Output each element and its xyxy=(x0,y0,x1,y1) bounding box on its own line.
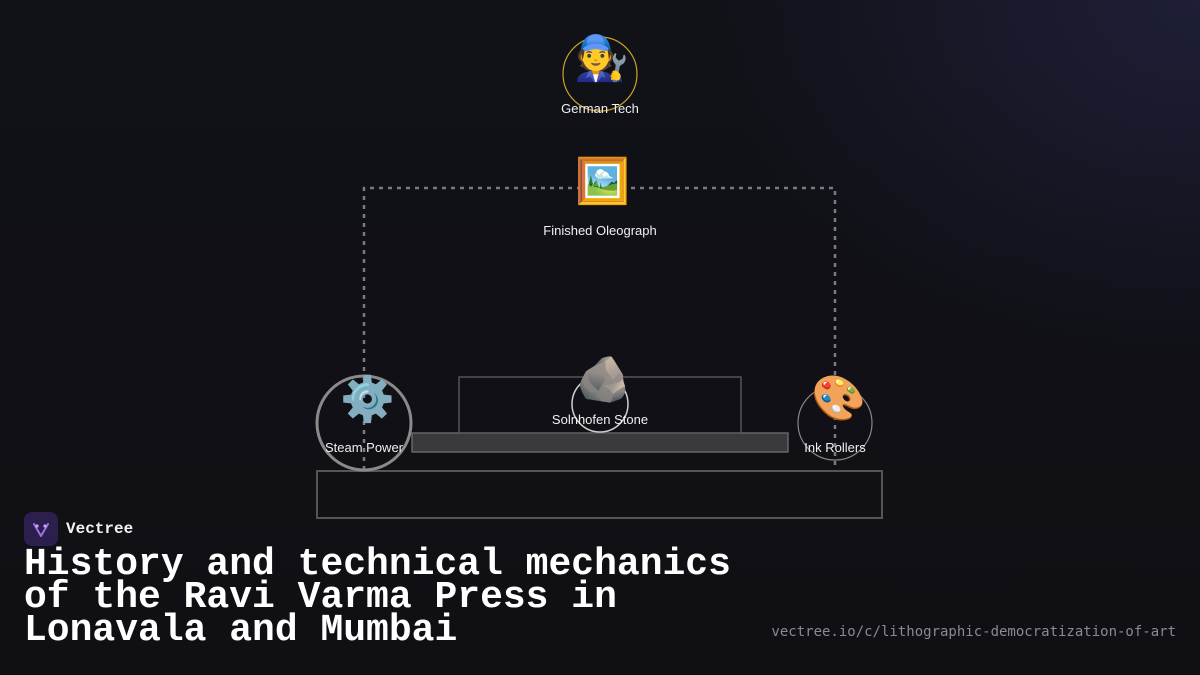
palette-icon: 🎨 xyxy=(811,374,866,423)
page-title: History and technical mechanics of the R… xyxy=(24,543,731,652)
german-tech-ring xyxy=(562,36,638,112)
press-base xyxy=(316,470,883,519)
ink-rollers-ring xyxy=(797,385,873,461)
german-tech-label: German Tech xyxy=(561,101,639,116)
framed-picture-icon: 🖼️ xyxy=(575,157,630,206)
steam-power-label: Steam Power xyxy=(324,440,404,455)
stone-ring xyxy=(571,375,629,433)
steam-power-ring xyxy=(315,374,413,472)
press-bed xyxy=(411,432,789,453)
source-url[interactable]: vectree.io/c/lithographic-democratizatio… xyxy=(771,624,1176,640)
ink-rollers-label: Ink Rollers xyxy=(804,440,866,455)
vectree-logo-icon xyxy=(24,512,58,546)
gear-icon: ⚙️ xyxy=(340,375,395,424)
mechanic-icon: 🧑‍🔧 xyxy=(574,34,629,83)
stone-frame xyxy=(458,376,742,434)
brand-name: Vectree xyxy=(66,520,134,538)
rock-icon: 🪨 xyxy=(576,355,631,404)
brand: Vectree xyxy=(24,512,133,546)
oleograph-label: Finished Oleograph xyxy=(543,223,657,238)
stone-label: Solnhofen Stone xyxy=(551,412,649,427)
dashed-connector-right xyxy=(615,186,837,465)
